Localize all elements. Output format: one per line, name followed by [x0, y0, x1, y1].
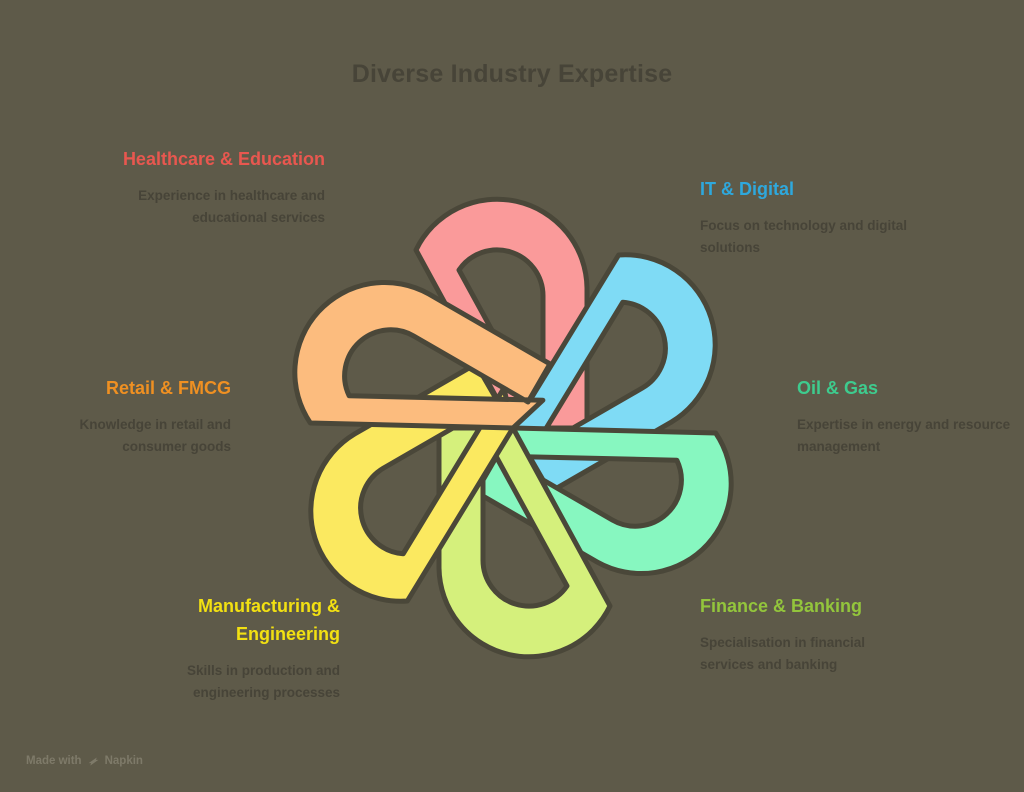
segment-title-healthcare: Healthcare & Education: [122, 149, 325, 169]
knot-arm-oil-gas: [473, 425, 734, 577]
knot-arm-it-digital: [510, 252, 718, 495]
segment-label-retail-fmcg[interactable]: Retail & FMCG Knowledge in retail and co…: [35, 375, 231, 458]
watermark[interactable]: Made with Napkin: [26, 754, 143, 767]
knot-arm-shape-retail-fmcg: [292, 279, 553, 431]
segment-title-manufacturing: Manufacturing & Engineering: [198, 596, 340, 644]
knot-arm-shape-it-digital: [510, 252, 718, 495]
watermark-prefix: Made with: [26, 754, 82, 767]
segment-description-manufacturing: Skills in production and engineering pro…: [186, 662, 340, 700]
segment-label-finance-banking[interactable]: Finance & Banking Specialisation in fina…: [700, 593, 915, 676]
knot-arm-manufacturing: [308, 361, 516, 604]
segment-description-healthcare: Experience in healthcare and educational…: [138, 187, 325, 225]
segment-label-healthcare[interactable]: Healthcare & Education Experience in hea…: [100, 146, 325, 229]
segment-description-retail-fmcg: Knowledge in retail and consumer goods: [79, 416, 231, 454]
segment-description-oil-gas: Expertise in energy and resource managem…: [797, 416, 1011, 454]
knot-arm-shape-manufacturing: [308, 361, 516, 604]
segment-label-manufacturing[interactable]: Manufacturing & Engineering Skills in pr…: [120, 593, 340, 704]
segment-title-finance-banking: Finance & Banking: [700, 596, 863, 616]
segment-description-finance-banking: Specialisation in financial services and…: [700, 634, 866, 672]
knot-arm-shape-oil-gas: [473, 425, 734, 577]
segment-label-oil-gas[interactable]: Oil & Gas Expertise in energy and resour…: [797, 375, 1022, 458]
segment-title-it-digital: IT & Digital: [700, 179, 794, 199]
interlocking-knot-graphic: [253, 178, 773, 678]
knot-arm-retail-fmcg: [292, 279, 553, 431]
segment-title-oil-gas: Oil & Gas: [797, 378, 879, 398]
segment-title-retail-fmcg: Retail & FMCG: [105, 378, 231, 398]
napkin-logo-icon: [87, 755, 100, 768]
watermark-brand: Napkin: [104, 754, 143, 767]
segment-label-it-digital[interactable]: IT & Digital Focus on technology and dig…: [700, 176, 935, 259]
segment-description-it-digital: Focus on technology and digital solution…: [700, 217, 908, 255]
page-title: Diverse Industry Expertise: [351, 60, 673, 88]
